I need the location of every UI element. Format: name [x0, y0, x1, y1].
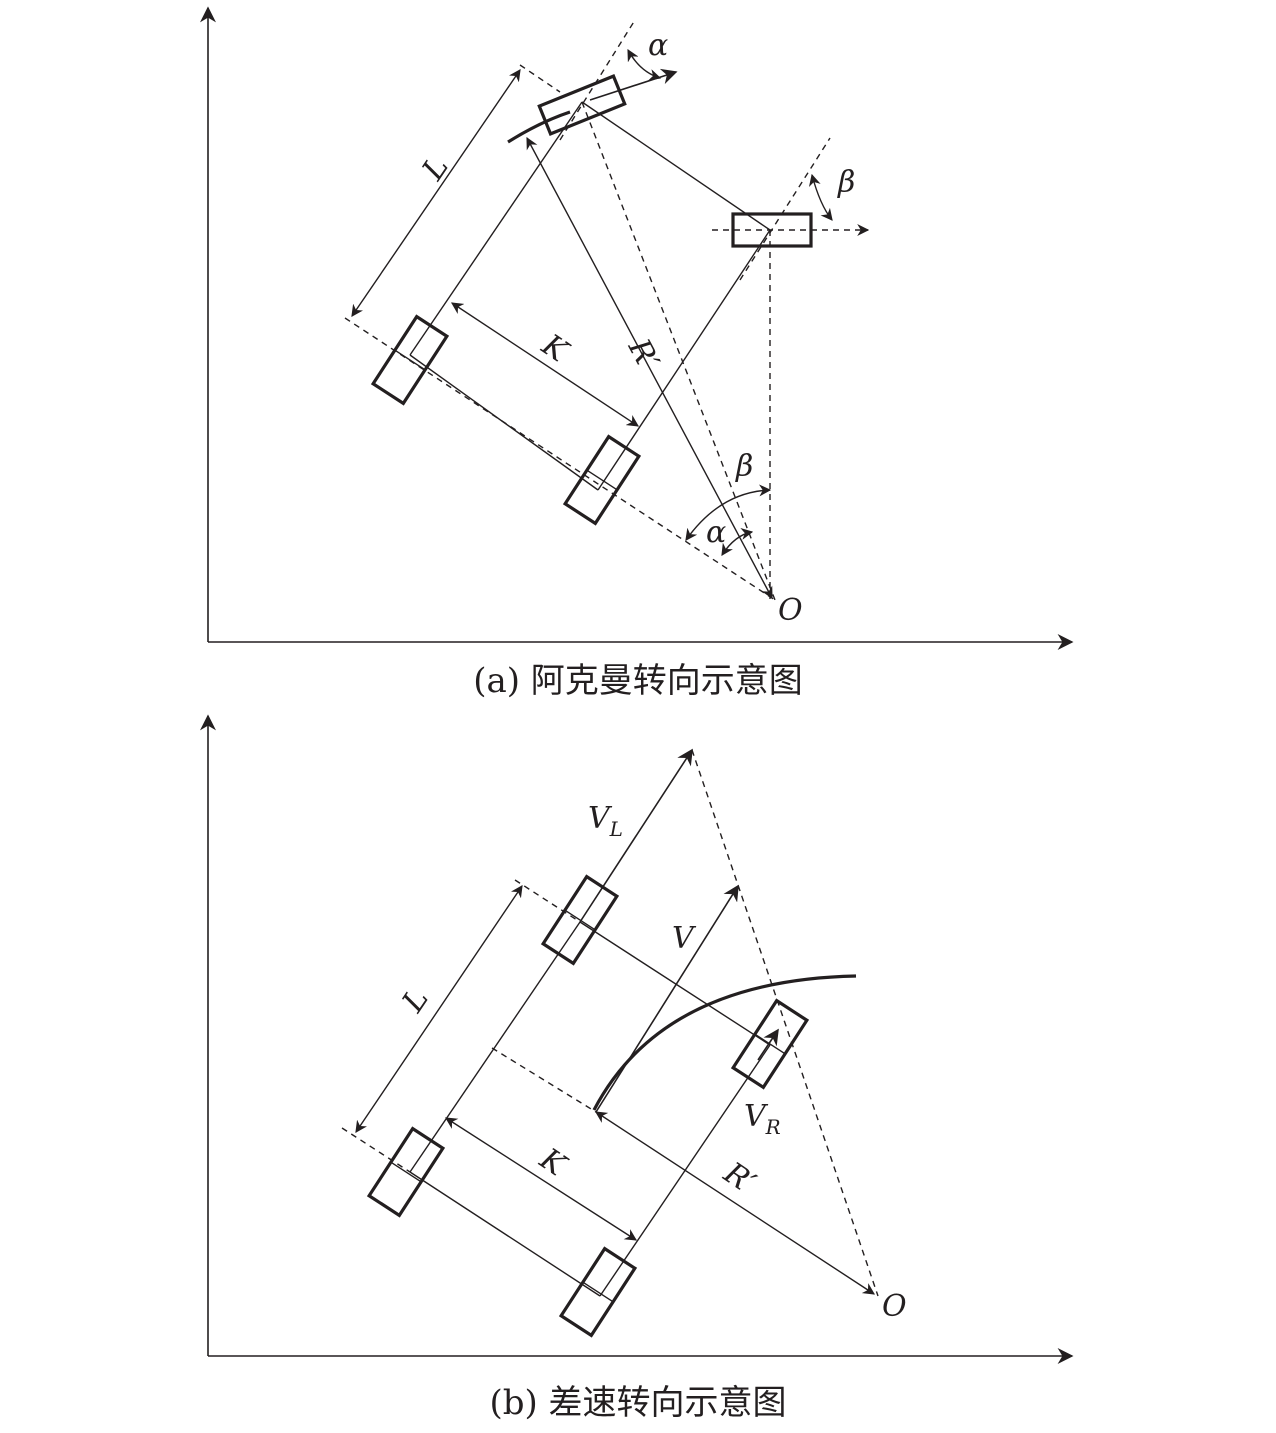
diagram-a-beta-arc-top — [808, 173, 833, 221]
diagram-b-label-VR-sub: R — [765, 1115, 781, 1139]
diagram-a-L-dimension — [351, 69, 521, 317]
diagram-a-label-alpha-top: α — [648, 28, 668, 63]
diagram-b-mid-line — [491, 1047, 597, 1113]
diagram-b-caption: (b) 差速转向示意图 — [489, 1383, 786, 1423]
diagram-b-label-O: O — [882, 1289, 907, 1324]
diagram-a-label-beta-bottom: β — [735, 449, 753, 484]
diagram-a-label-alpha-bottom: α — [706, 515, 726, 550]
diagram-a-label-R: R′ — [620, 332, 665, 375]
diagram-a-front-steer-arc — [507, 110, 571, 144]
diagram-b-rear-right-wheel — [558, 1246, 638, 1338]
diagram-a-label-beta-top: β — [837, 165, 855, 200]
diagram-a-K-dimension — [450, 302, 640, 427]
diagram-a-front-heading-arrow — [589, 68, 678, 101]
diagram-b-rear-axle — [409, 1171, 601, 1297]
diagram-a-front-steer-axis — [559, 19, 636, 141]
diagram-a-alpha-arc-top — [627, 48, 662, 81]
diagram-b-K-dimension — [444, 1117, 638, 1241]
diagram-b-label-VR: VR — [744, 1099, 781, 1139]
diagram-b-rear-left-wheel — [366, 1126, 446, 1218]
diagram-b-front-axle — [579, 921, 771, 1046]
diagram-b-label-VR-main: V — [744, 1099, 769, 1134]
diagram-b-trajectory-arc — [592, 974, 857, 1111]
diagram-a-ackermann: L K R′ O α β β α (a) 阿克曼转向示意图 — [200, 6, 1074, 701]
diagram-b-velocity-tip-line — [691, 749, 879, 1297]
diagram-b-label-L: L — [395, 982, 436, 1019]
diagram-b-R-arrow — [594, 1111, 876, 1295]
diagram-a-label-K: K — [535, 327, 575, 370]
diagram-b-V-arrow — [595, 884, 739, 1113]
diagram-a-caption: (a) 阿克曼转向示意图 — [473, 661, 803, 701]
diagram-b-L-dimension — [355, 885, 523, 1133]
diagram-b-label-VL: VL — [588, 801, 623, 841]
diagram-b-VL-arrow — [579, 748, 693, 923]
diagram-a-body-left — [409, 101, 583, 356]
diagram-b-front-right-wheel — [730, 998, 810, 1090]
diagram-b-front-left-wheel — [540, 874, 620, 966]
diagram-b-differential: VL V VR L K R′ O (b) 差速转向示意图 — [200, 714, 1074, 1423]
diagram-b-VR-arrow — [757, 1028, 779, 1061]
diagram-a-right-wheel — [731, 212, 813, 248]
diagram-a-beta-arc-bottom — [685, 484, 772, 541]
diagram-a-L-ext-top — [519, 64, 561, 93]
diagram-a-rear-left-wheel — [370, 314, 450, 406]
diagram-b-label-VL-main: V — [588, 801, 613, 836]
diagram-b-label-V: V — [672, 921, 697, 956]
diagram-b-label-VL-sub: L — [609, 817, 623, 841]
diagram-a-alpha-arc-bottom — [721, 527, 754, 557]
diagram-a-front-wheel — [537, 74, 627, 136]
diagram-a-front-perp-to-O — [581, 101, 776, 601]
diagram-b-label-R: R′ — [717, 1155, 762, 1201]
diagram-b-rear-axle-extension — [341, 1127, 411, 1173]
diagram-b-front-axle-extension — [514, 879, 581, 923]
diagram-a-rear-right-wheel — [562, 434, 642, 526]
diagram-a-label-O: O — [778, 593, 803, 628]
diagram-a-front-link — [581, 101, 771, 231]
diagram-b-body-left — [409, 921, 581, 1173]
diagram-a-right-steer-axis — [739, 137, 831, 281]
diagram-a-label-L: L — [415, 150, 456, 187]
